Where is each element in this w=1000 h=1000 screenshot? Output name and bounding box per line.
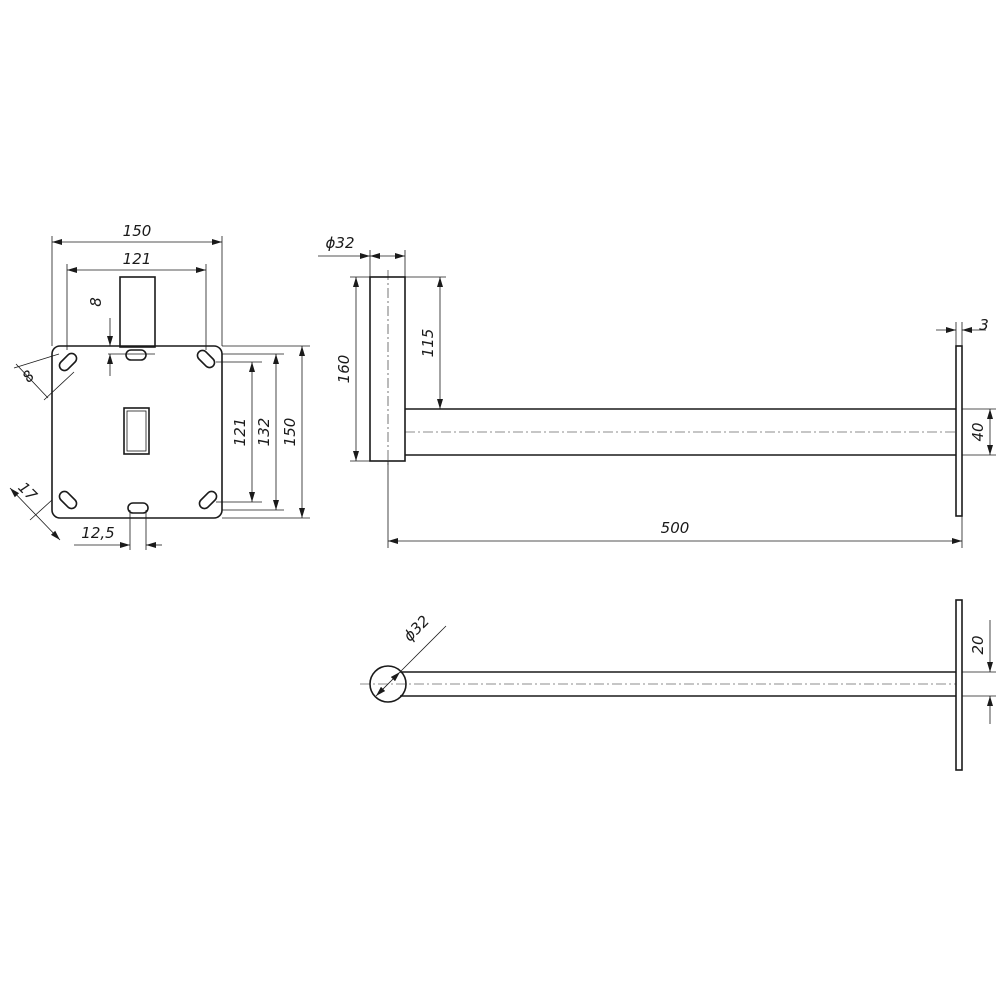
side-view: ϕ32 160 115 3 40 500 [318, 234, 996, 548]
mounting-plate [51, 345, 223, 519]
slot-top-mid [125, 349, 147, 361]
dim-arm-length: 500 [661, 519, 690, 537]
dim-hole-spacing-v: 121 [231, 418, 249, 447]
corner-slot-bottom-left [58, 490, 78, 510]
dim-slot-width: 8 [19, 367, 38, 386]
top-flange [955, 599, 963, 771]
dim-arm-height: 40 [969, 422, 987, 441]
dim-plate-height: 150 [281, 418, 299, 447]
dim-hole-spacing-h: 121 [123, 250, 152, 268]
corner-slot-top-left [58, 352, 78, 372]
center-slot [123, 407, 150, 455]
dim-plate-width: 150 [123, 222, 152, 240]
dim-tube-diameter: ϕ32 [400, 612, 433, 645]
dim-pole-diameter: ϕ32 [326, 234, 355, 252]
dim-arm-width: 20 [969, 635, 987, 654]
slot-bottom-mid [127, 502, 149, 514]
front-view: 150 121 8 8 17 12,5 121 [9, 222, 310, 550]
top-view: ϕ32 20 [360, 599, 996, 771]
dim-inner-height: 132 [255, 418, 273, 447]
dim-arm-offset: 115 [419, 329, 437, 358]
dim-flange-thickness: 3 [979, 316, 989, 334]
corner-slot-bottom-right [198, 490, 218, 510]
dim-pole-length: 160 [335, 355, 353, 384]
dim-slot-offset: 12,5 [81, 524, 114, 542]
tube-stub [119, 276, 156, 348]
corner-slot-top-right [196, 349, 216, 369]
dim-corner-offset: 17 [14, 478, 41, 505]
dim-tube-offset: 8 [87, 297, 105, 307]
end-flange [955, 345, 963, 517]
vertical-pole [369, 276, 406, 462]
